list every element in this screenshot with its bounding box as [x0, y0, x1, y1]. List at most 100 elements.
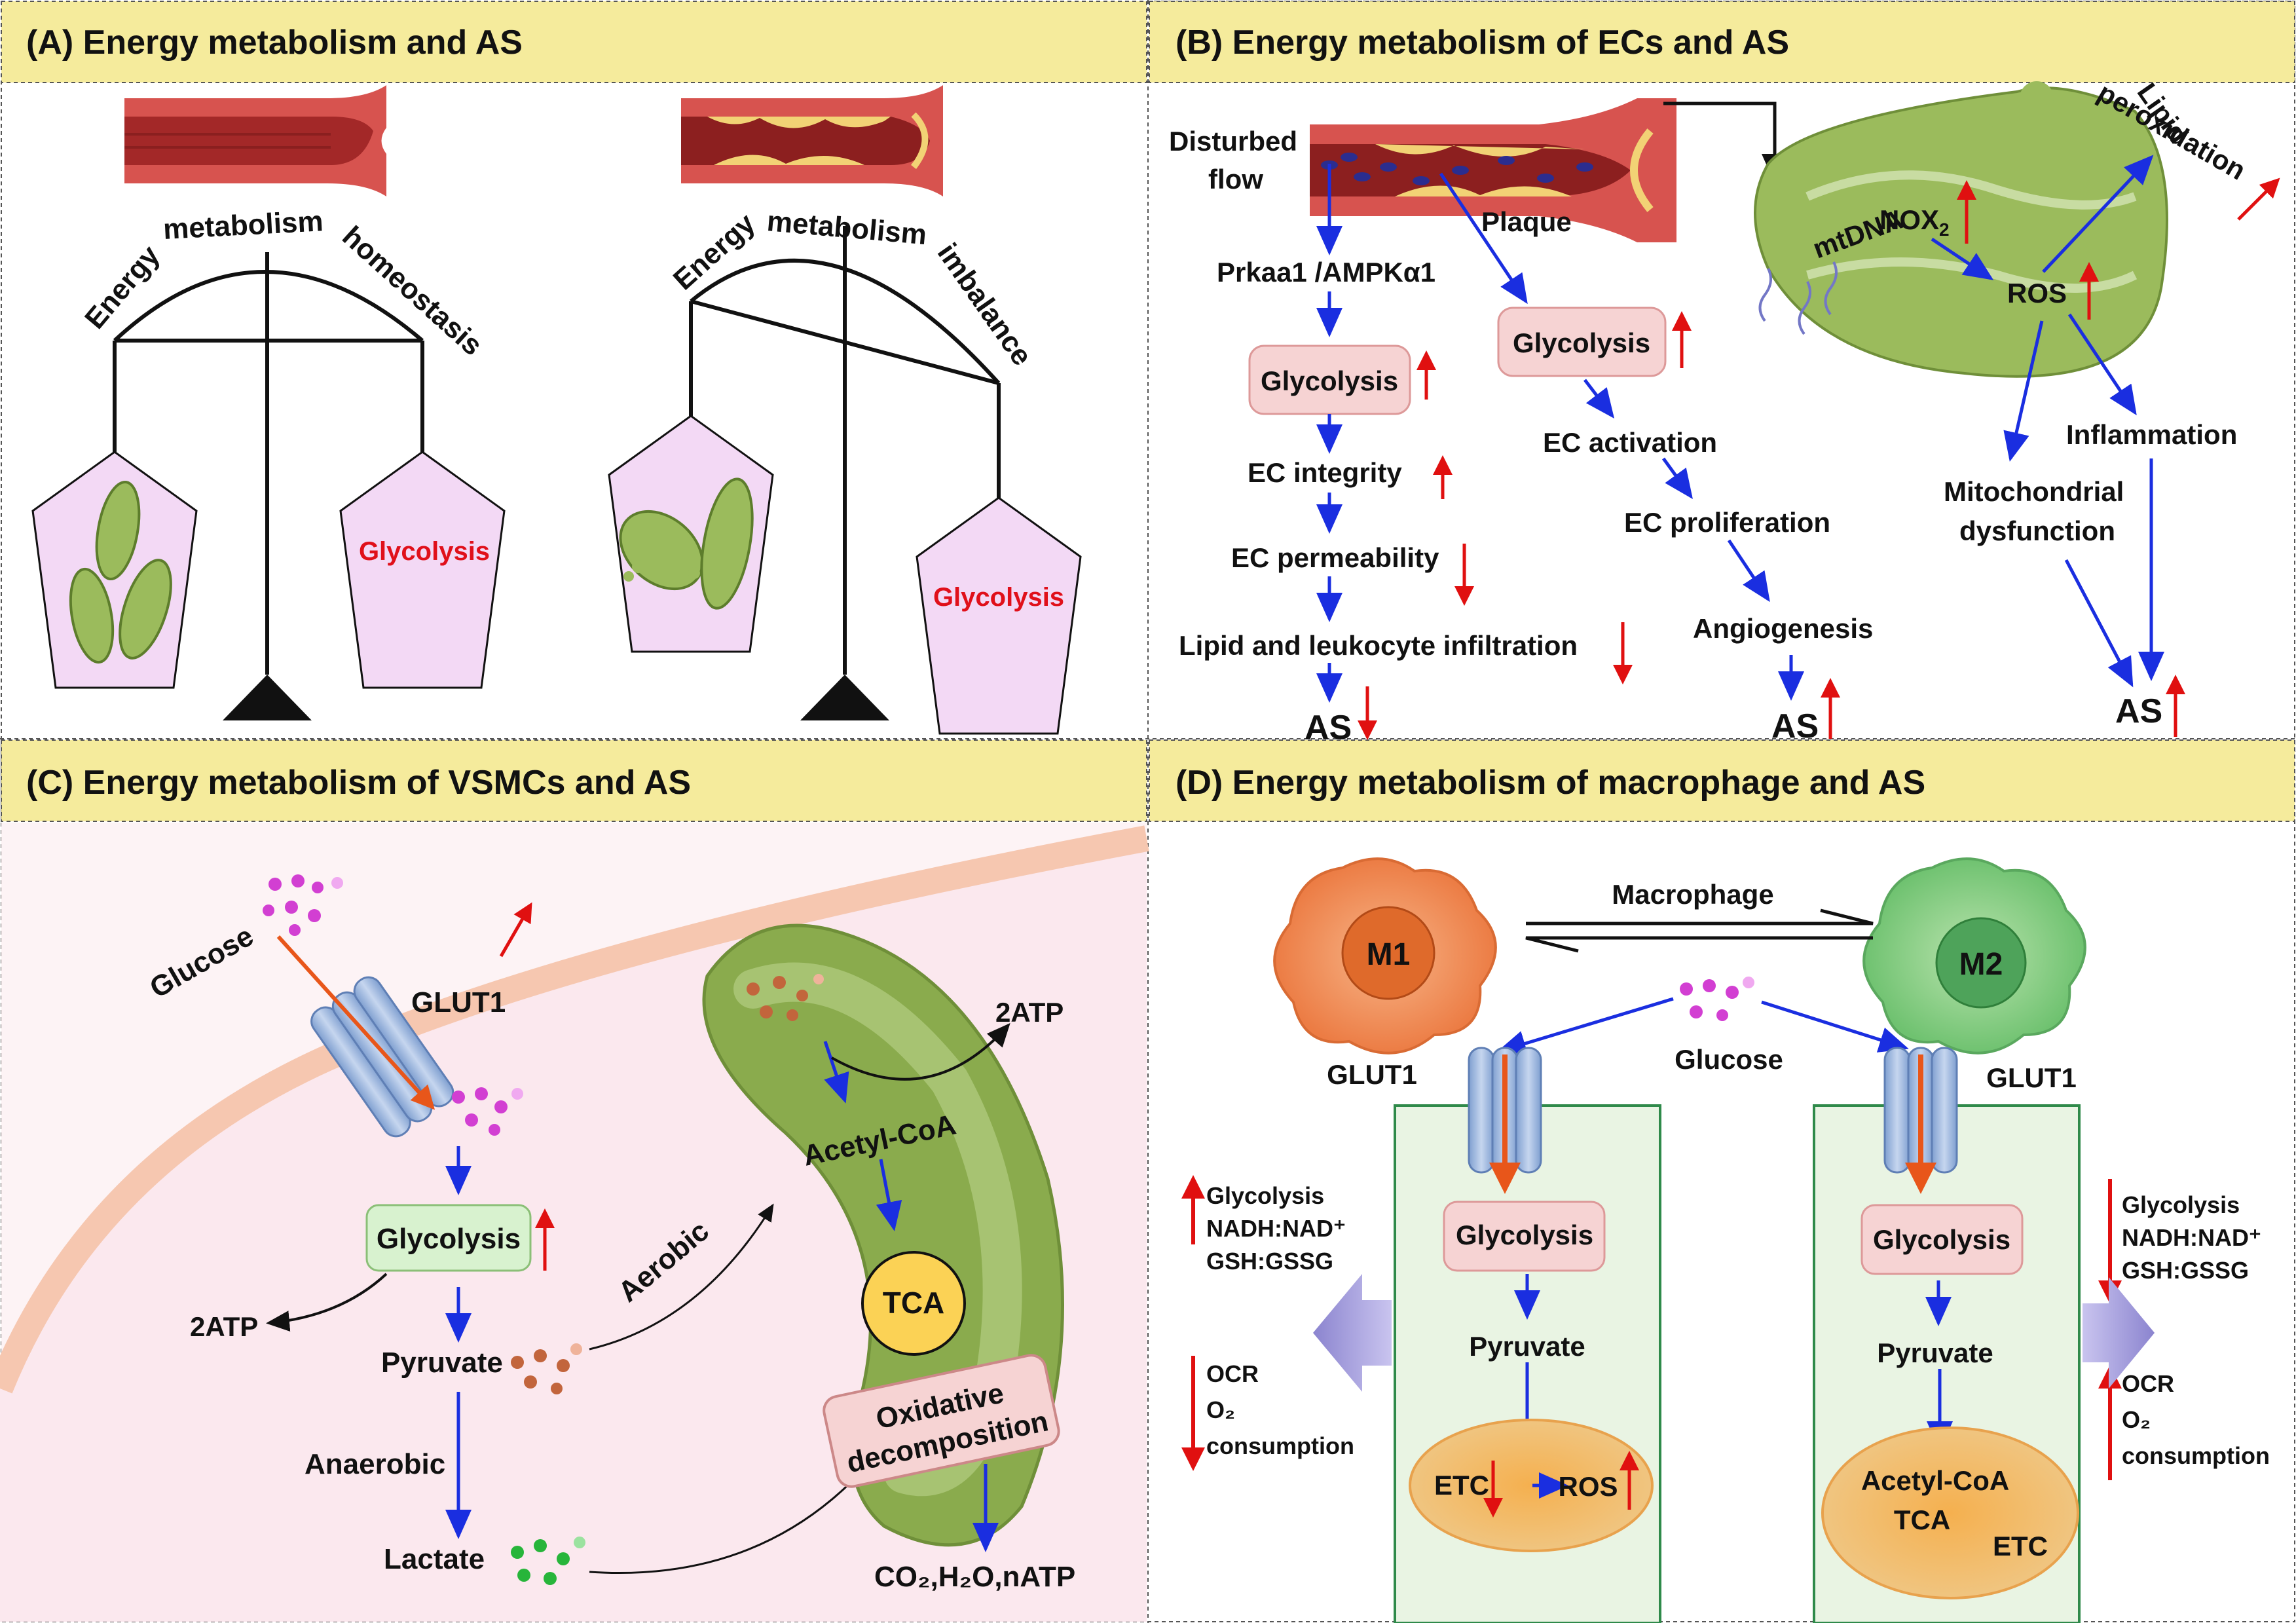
ec-integrity-label: EC integrity — [1248, 457, 1402, 488]
mito-dysfunction-label-2: dysfunction — [1959, 515, 2115, 546]
m2-effect-gsh: GSH:GSSG — [2122, 1257, 2249, 1284]
header-d: (D) Energy metabolism of macrophage and … — [1149, 739, 2295, 822]
m1-effect-glycolysis: Glycolysis — [1206, 1182, 1324, 1209]
prkaa1-label: Prkaa1 /AMPKα1 — [1217, 257, 1435, 288]
damaged-mitochondria-icon — [619, 477, 754, 610]
balance-word-metabolism: metabolism — [162, 205, 324, 246]
m2-effect-glycolysis: Glycolysis — [2122, 1191, 2240, 1218]
m1-effect-ocr: OCR — [1206, 1360, 1259, 1387]
lactate-label: Lactate — [384, 1543, 485, 1575]
m1-effect-o2: O₂ — [1206, 1396, 1235, 1423]
m1-label: M1 — [1367, 937, 1411, 972]
panel-a: Energy metabolism homeostasis Glycolysis… — [31, 85, 1082, 735]
angiogenesis-label: Angiogenesis — [1693, 613, 1873, 644]
m1-effects: Glycolysis NADH:NAD⁺ GSH:GSSG OCR O₂ con… — [1181, 1175, 1392, 1471]
m1-macrophage-icon — [1273, 857, 1497, 1054]
pyruvate-label-d-right: Pyruvate — [1877, 1337, 1993, 1368]
as-label-right: AS — [2115, 692, 2162, 730]
oxidative-box: Oxidative decomposition — [823, 1354, 1060, 1488]
glycolysis-box-left: Glycolysis — [1261, 365, 1398, 396]
ec-integrity-pathway: Prkaa1 /AMPKα1 Glycolysis EC integrity E… — [1179, 164, 1633, 747]
panel-d: M1 M2 Macrophage Glucose — [1181, 857, 2270, 1623]
plaque-label: Plaque — [1481, 206, 1572, 237]
glycolysis-label-right: Glycolysis — [933, 583, 1064, 612]
disturbed-flow-label-1: Disturbed — [1169, 126, 1297, 157]
glut1-label-d-left: GLUT1 — [1327, 1059, 1417, 1090]
header-b: (B) Energy metabolism of ECs and AS — [1149, 1, 2295, 83]
tca-label-c: TCA — [883, 1286, 945, 1320]
as-label-left: AS — [1305, 709, 1352, 747]
m2-effect-consumption: consumption — [2122, 1442, 2270, 1469]
nox2-label: NOX2 — [1879, 204, 1950, 240]
lactate-molecules — [511, 1537, 585, 1585]
pyruvate-label-c: Pyruvate — [381, 1347, 503, 1379]
glut1-label-c: GLUT1 — [411, 986, 506, 1018]
glycolysis-box-c: Glycolysis — [377, 1223, 521, 1255]
m1-effect-gsh: GSH:GSSG — [1206, 1248, 1333, 1275]
m1-effect-nadh: NADH:NAD⁺ — [1206, 1215, 1346, 1242]
lipid-leukocyte-label: Lipid and leukocyte infiltration — [1179, 630, 1578, 661]
glucose-label-d: Glucose — [1675, 1044, 1783, 1075]
atp-label-c-left: 2ATP — [190, 1311, 258, 1342]
m2-effects: Glycolysis NADH:NAD⁺ GSH:GSSG OCR O₂ con… — [2083, 1179, 2270, 1480]
glycolysis-box-d-right: Glycolysis — [1873, 1224, 2010, 1255]
imbalance-word-imbalance: imbalance — [931, 238, 1039, 371]
mitochondria-icon — [69, 480, 172, 664]
atp-label-c-top: 2ATP — [995, 997, 1064, 1028]
ec-proliferation-label: EC proliferation — [1624, 507, 1830, 538]
header-a: (A) Energy metabolism and AS — [1, 1, 1147, 83]
glucose-molecules-d — [1680, 977, 1754, 1021]
nox2-sub: 2 — [1939, 219, 1950, 240]
glucose-molecules — [263, 874, 343, 936]
right-output-arrow-icon — [2083, 1277, 2155, 1389]
panel-c-title: (C) Energy metabolism of VSMCs and AS — [26, 764, 691, 802]
panel-d-title: (D) Energy metabolism of macrophage and … — [1176, 764, 1925, 802]
ec-mitochondrion-icon — [1754, 81, 2168, 378]
disturbed-flow-label-2: flow — [1208, 164, 1263, 195]
glycolysis-box-d-left: Glycolysis — [1456, 1220, 1593, 1250]
ros-label-b: ROS — [2007, 278, 2067, 308]
ec-activation-label: EC activation — [1543, 427, 1717, 458]
panel-a-title: (A) Energy metabolism and AS — [26, 24, 523, 62]
plaque-vessel-icon — [1310, 98, 1676, 242]
m2-cell-box — [1813, 1047, 2081, 1623]
panel-b: Disturbed flow Plaque Prkaa1 /AMPKα1 Gly… — [1169, 77, 2280, 747]
anaerobic-label: Anaerobic — [305, 1448, 445, 1480]
glycolysis-label-left: Glycolysis — [359, 537, 490, 566]
macrophage-label: Macrophage — [1612, 879, 1773, 910]
etc-label-d-right: ETC — [1993, 1531, 2048, 1561]
m2-macrophage-icon — [1862, 857, 2086, 1054]
m2-effect-nadh: NADH:NAD⁺ — [2122, 1224, 2261, 1251]
glucose-inside — [452, 1087, 523, 1136]
acetyl-coa-label-d: Acetyl-CoA — [1861, 1465, 2009, 1496]
panel-c: Glucose GLUT1 Glycolysis 2ATP Pyruvate A… — [0, 823, 1149, 1622]
mito-pyruvate-dots — [747, 974, 824, 1021]
diseased-vessel-icon — [681, 85, 943, 196]
panel-b-title: (B) Energy metabolism of ECs and AS — [1176, 24, 1789, 62]
mito-dysfunction-label-1: Mitochondrial — [1944, 476, 2124, 507]
balance-word-energy: Energy — [79, 239, 166, 335]
left-output-arrow-icon — [1313, 1274, 1392, 1392]
healthy-vessel-icon — [124, 85, 386, 196]
glut1-label-d-right: GLUT1 — [1986, 1062, 2077, 1093]
angiogenesis-pathway: Glycolysis EC activation EC proliferatio… — [1439, 172, 1873, 745]
products-label-c: CO₂,H₂O,nATP — [874, 1561, 1075, 1593]
tilted-scale: Energy metabolism imbalance Glycolysis — [608, 205, 1082, 735]
imbalance-word-metabolism: metabolism — [766, 205, 928, 251]
inflammation-label: Inflammation — [2066, 419, 2237, 450]
m2-effect-o2: O₂ — [2122, 1406, 2151, 1433]
header-c: (C) Energy metabolism of VSMCs and AS — [1, 739, 1147, 822]
tca-label-d: TCA — [1894, 1504, 1950, 1535]
ec-permeability-label: EC permeability — [1231, 542, 1439, 573]
m2-effect-ocr: OCR — [2122, 1370, 2174, 1397]
as-label-mid: AS — [1771, 707, 1819, 745]
glycolysis-box-mid: Glycolysis — [1513, 327, 1650, 358]
ros-label-d: ROS — [1558, 1471, 1618, 1502]
m1-effect-consumption: consumption — [1206, 1432, 1354, 1459]
m1-cell-box — [1394, 1047, 1661, 1623]
pyruvate-label-d-left: Pyruvate — [1469, 1331, 1585, 1362]
etc-label-d-left: ETC — [1434, 1470, 1489, 1501]
m2-label: M2 — [1959, 947, 2003, 982]
nox2-main: NOX — [1879, 204, 1939, 235]
